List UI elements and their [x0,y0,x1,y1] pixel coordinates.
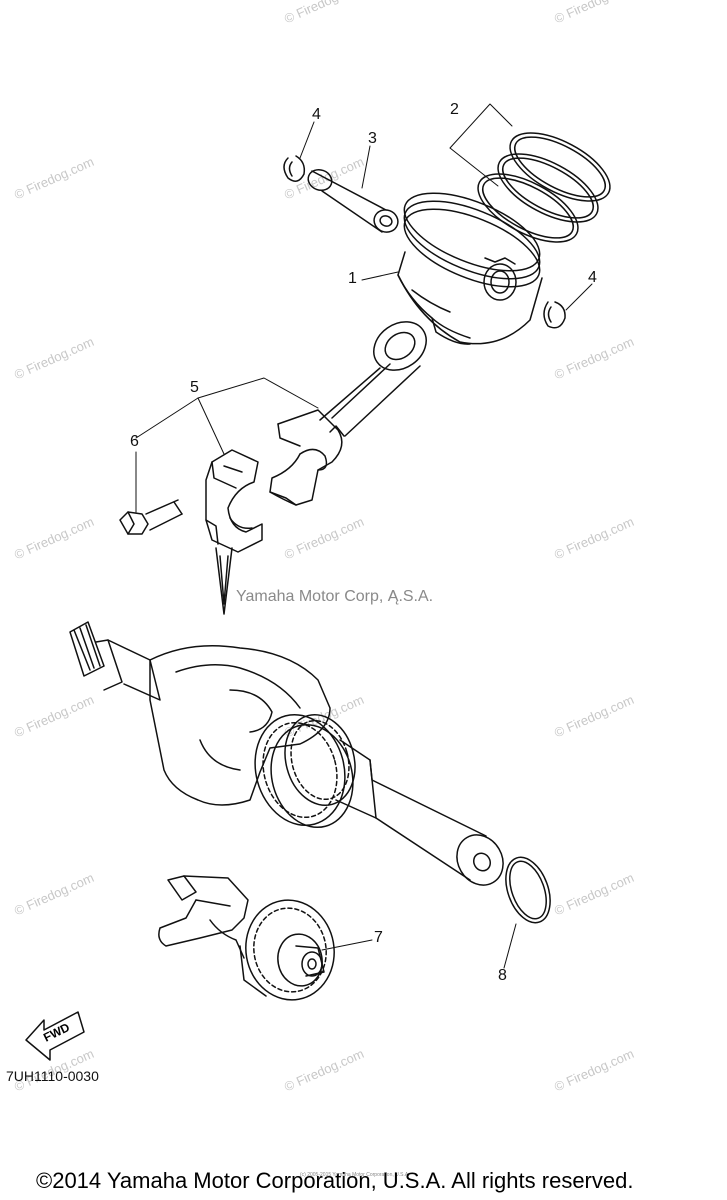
callout-2: 2 [450,101,459,118]
connecting-rod [269,321,427,506]
circlip-right [543,301,566,329]
copyright-notice: ©2014 Yamaha Motor Corporation, U.S.A. A… [36,1168,634,1193]
callout-5: 5 [190,379,199,396]
copyright-small: (c) 2005-2015 Yamaha Motor Corporation, … [300,1172,410,1178]
balancer-gear [245,899,335,1001]
crank-gear [254,713,356,829]
callout-3: 3 [368,130,377,147]
callout-7: 7 [374,929,383,946]
balancer-shaft [158,875,335,1001]
pointer-inner [219,555,229,605]
pointer [215,547,233,615]
drawing-code: 7UH1110-0030 [6,1068,99,1084]
callout-1: 1 [348,270,357,287]
corp-watermark: Yamaha Motor Corp, Ą.S.A. [236,588,434,605]
o-ring [505,856,551,924]
callout-8: 8 [498,967,507,984]
rod-cap [205,449,263,553]
callout-4-left: 4 [312,106,321,123]
piston-pin [307,168,399,233]
callout-4-right: 4 [588,269,597,286]
crankshaft [69,621,504,886]
callout-6: 6 [130,433,139,450]
piston [397,192,543,345]
piston-rings [477,132,611,243]
fwd-arrow-icon: FWD [25,1011,85,1061]
circlip-left [283,155,306,182]
rod-bolt [119,499,183,535]
leader-lines [135,103,593,969]
